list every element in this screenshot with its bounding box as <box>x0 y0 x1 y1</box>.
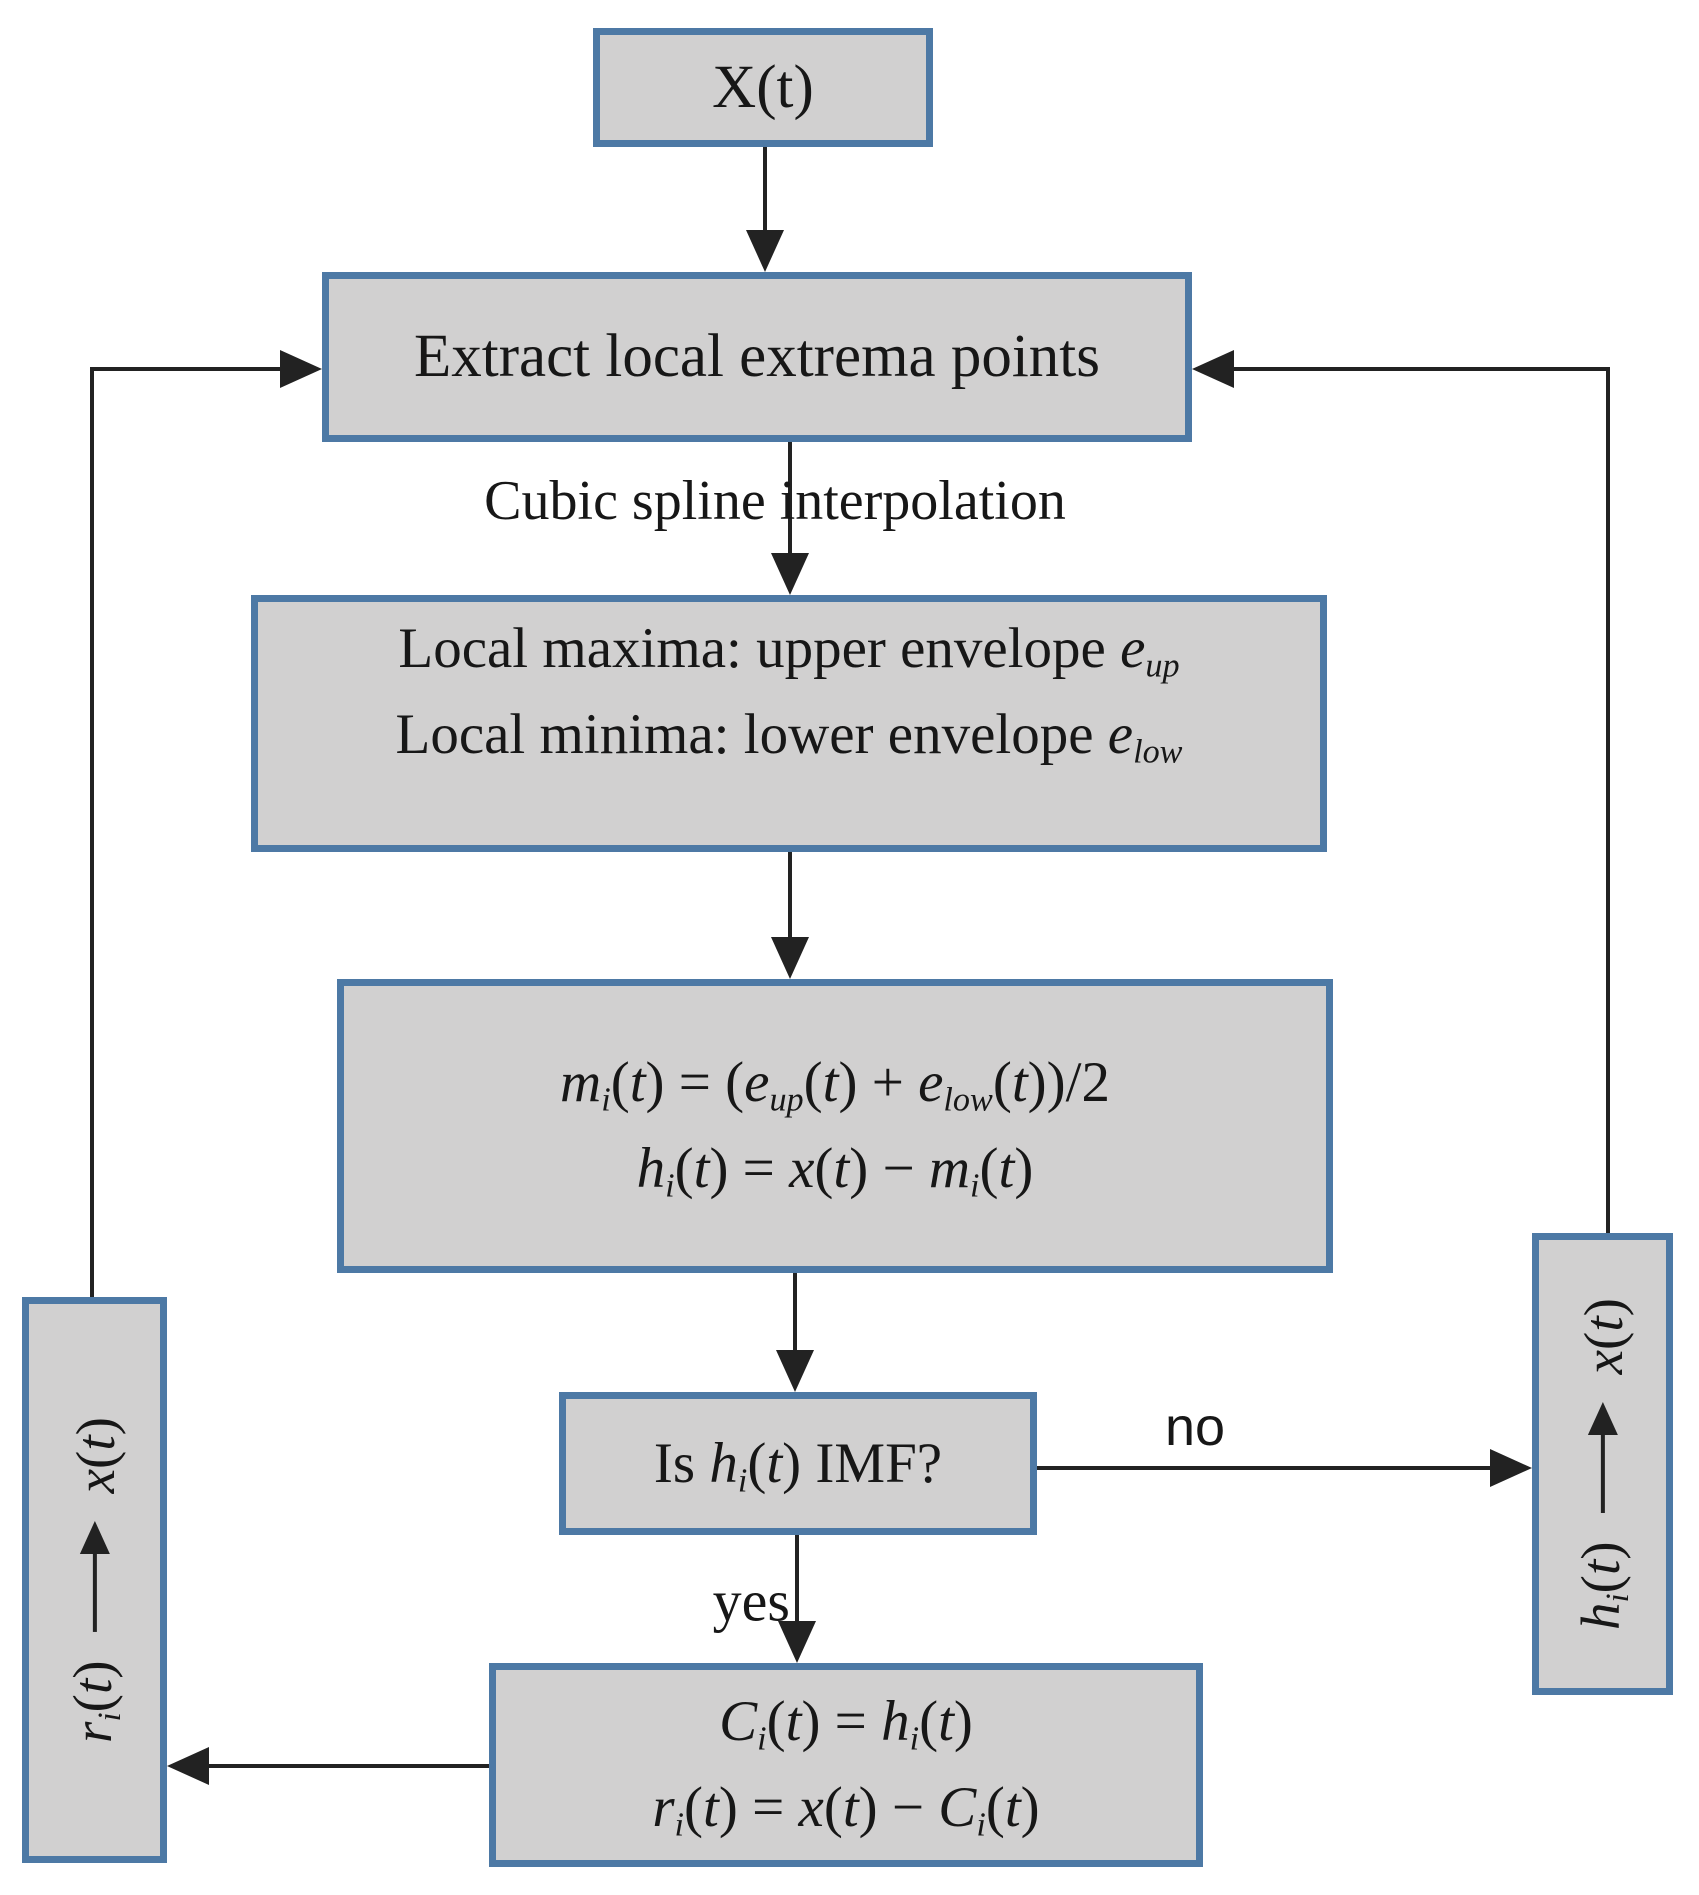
node-left-feedback: ri(t) x(t) <box>22 1297 167 1863</box>
up-arrow-icon <box>79 1521 110 1633</box>
arrowhead-left-icon <box>167 1747 209 1785</box>
arrowhead-left-icon <box>1192 350 1234 388</box>
node-input-signal: X(t) <box>593 28 933 147</box>
envelope-line-2: Local minima: lower envelope elow <box>395 702 1183 771</box>
envelope-line-1: Local maxima: upper envelope eup <box>398 617 1180 685</box>
arrow-result-to-left-feedback <box>209 1764 489 1768</box>
arrow-imf-to-result <box>795 1535 799 1623</box>
node-extract-extrema: Extract local extrema points <box>322 272 1192 442</box>
mean-line-1: mi(t) = (eup(t) + elow(t))/2 <box>560 1051 1110 1119</box>
node-result-formula: Ci(t) = hi(t) ri(t) = x(t) − Ci(t) <box>489 1663 1203 1867</box>
right-loop-vertical-line <box>1606 369 1610 1233</box>
left-feedback-content: ri(t) x(t) <box>60 1417 128 1743</box>
arrowhead-down-icon <box>771 937 809 979</box>
node-imf-decision: Is hi(t) IMF? <box>559 1392 1037 1535</box>
node-envelopes: Local maxima: upper envelope eup Local m… <box>251 595 1327 852</box>
node-mean-formula: mi(t) = (eup(t) + elow(t))/2 hi(t) = x(t… <box>337 979 1333 1273</box>
arrowhead-down-icon <box>746 230 784 272</box>
right-loop-horizontal-line <box>1234 367 1610 371</box>
arrowhead-down-icon <box>776 1350 814 1392</box>
arrow-imf-to-right-feedback <box>1037 1466 1492 1470</box>
left-feedback-to: x(t) <box>63 1417 125 1494</box>
imf-decision-label: Is hi(t) IMF? <box>653 1431 943 1500</box>
arrowhead-right-icon <box>280 350 322 388</box>
right-feedback-to: x(t) <box>1571 1298 1633 1375</box>
up-arrow-icon <box>1587 1402 1618 1514</box>
arrow-extract-to-envelope <box>788 442 792 555</box>
right-feedback-content: hi(t) x(t) <box>1568 1298 1636 1630</box>
edge-label-yes: yes <box>712 1568 790 1634</box>
arrow-input-to-extract <box>763 147 767 232</box>
node-input-label: X(t) <box>712 53 814 121</box>
result-line-1: Ci(t) = hi(t) <box>719 1690 973 1758</box>
arrowhead-down-icon <box>778 1621 816 1663</box>
left-loop-vertical-line <box>90 369 94 1297</box>
mean-line-2: hi(t) = x(t) − mi(t) <box>636 1137 1034 1205</box>
arrowhead-down-icon <box>771 553 809 595</box>
node-extract-label: Extract local extrema points <box>414 323 1100 391</box>
result-line-2: ri(t) = x(t) − Ci(t) <box>652 1776 1040 1844</box>
right-feedback-from: hi(t) <box>1569 1541 1636 1630</box>
edge-label-no: no <box>1164 1397 1226 1457</box>
edge-label-spline: Cubic spline interpolation <box>484 470 1066 532</box>
node-right-feedback: hi(t) x(t) <box>1532 1233 1673 1695</box>
left-loop-horizontal-line <box>90 367 282 371</box>
arrowhead-right-icon <box>1490 1449 1532 1487</box>
left-feedback-from: ri(t) <box>61 1660 128 1743</box>
arrow-mean-to-imf <box>793 1273 797 1352</box>
arrow-envelope-to-mean <box>788 852 792 939</box>
